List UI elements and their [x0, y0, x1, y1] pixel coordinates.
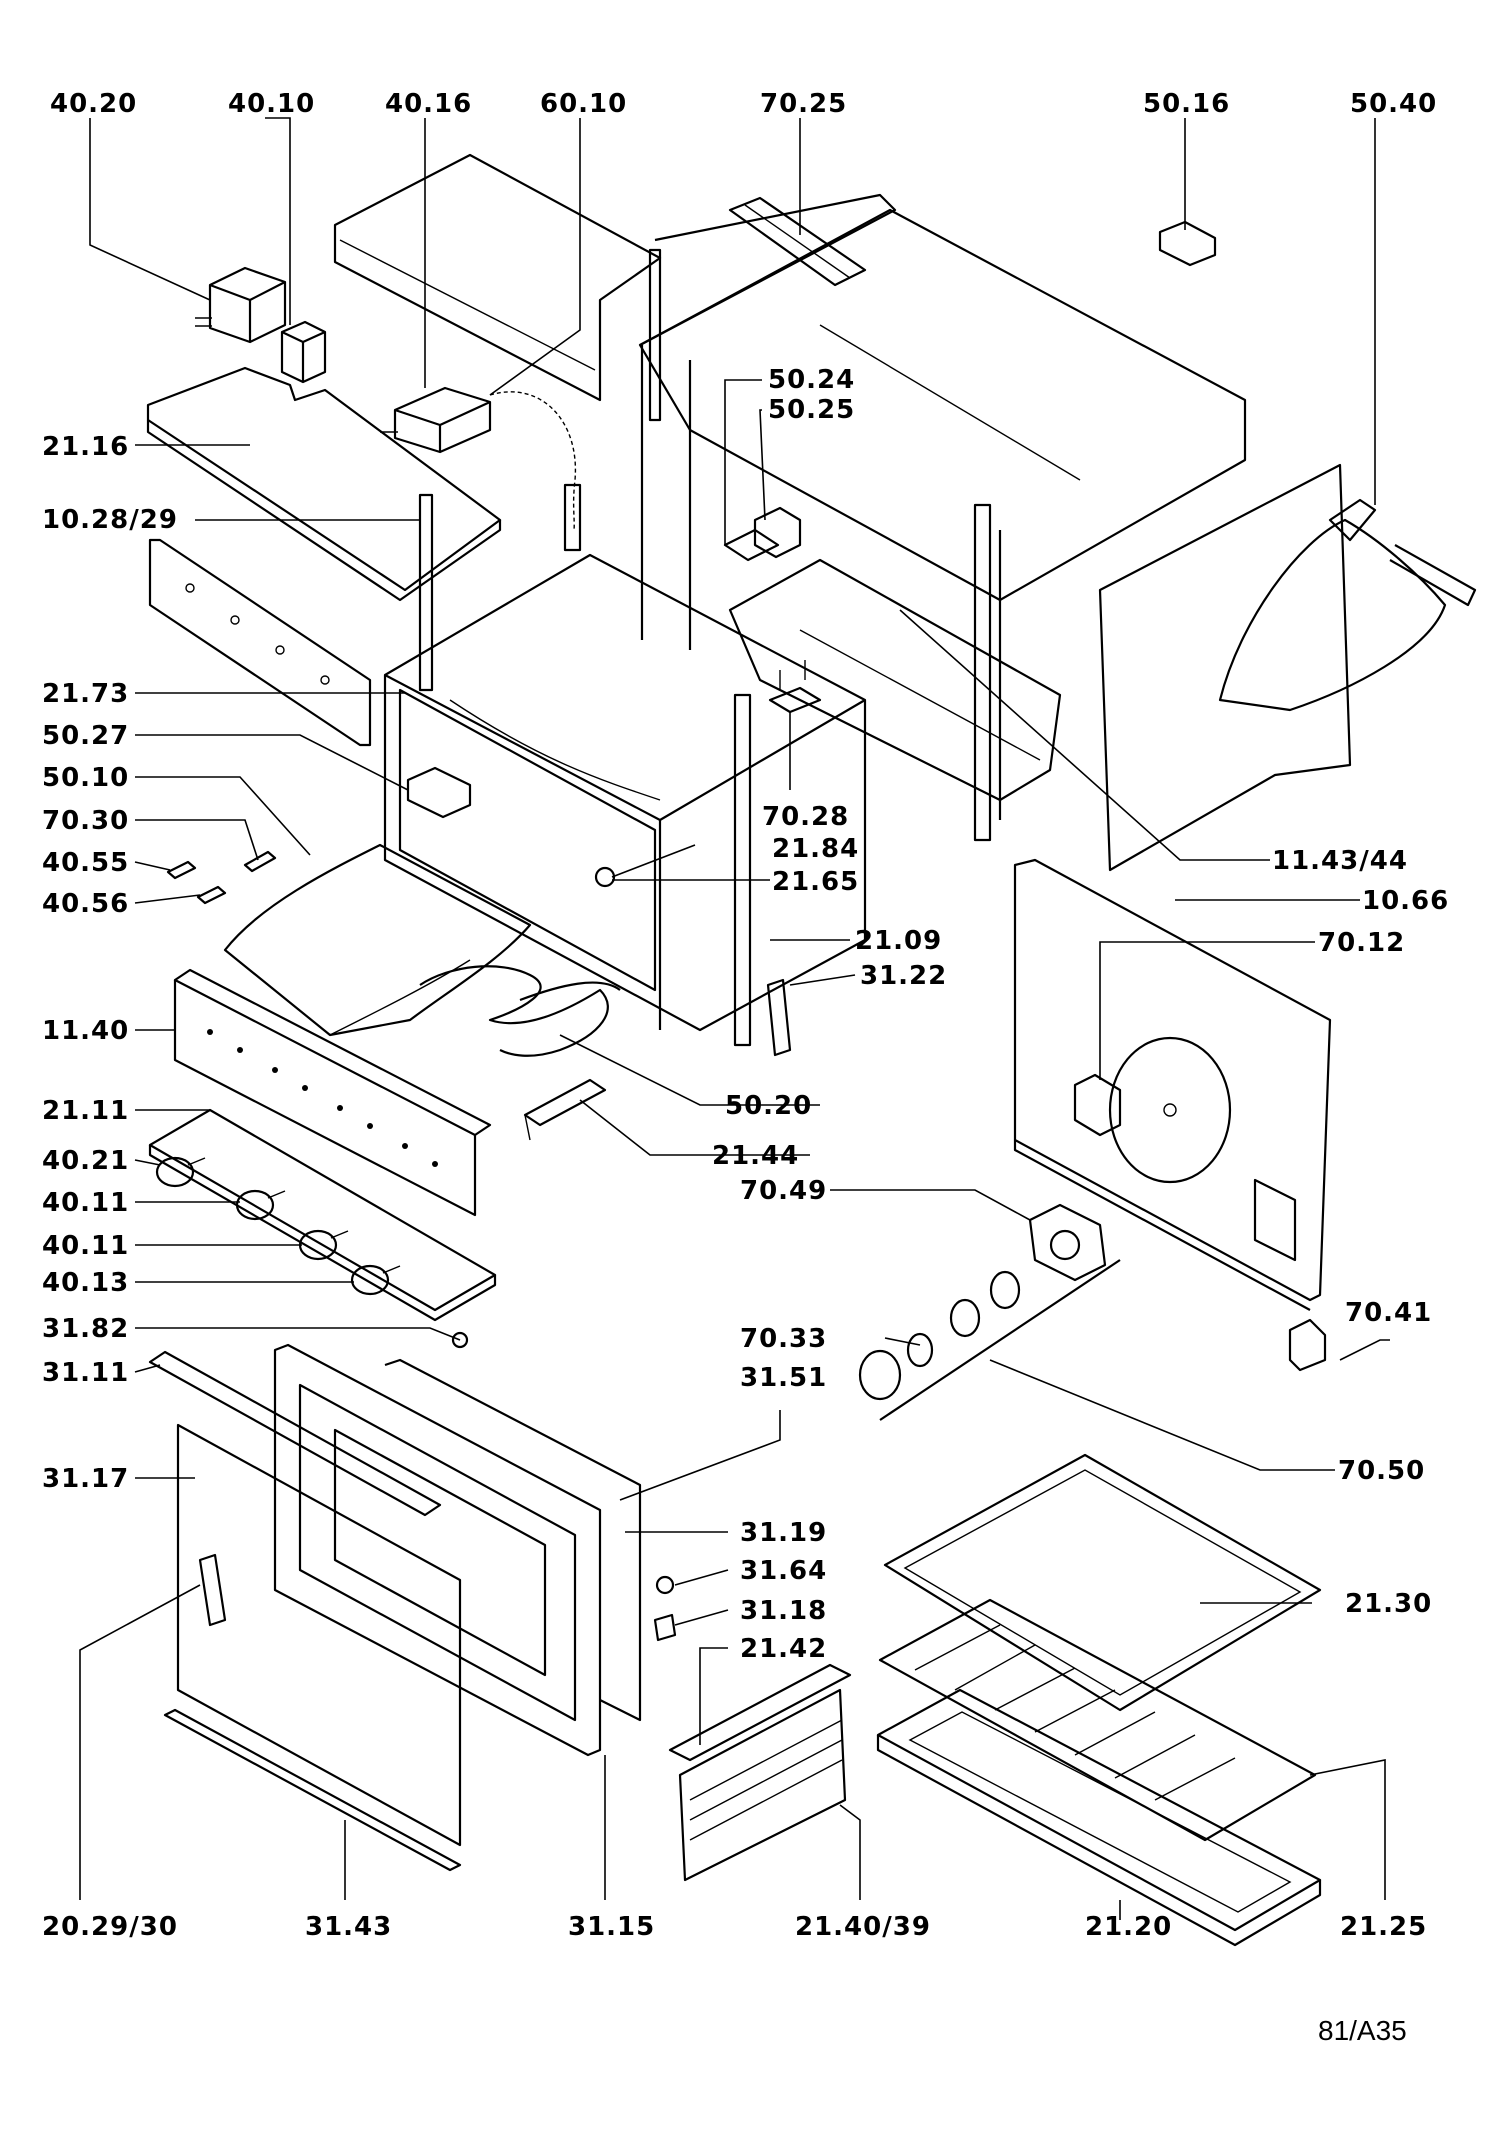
label-l13: 50.27: [42, 721, 129, 751]
label-l02: 40.10: [228, 89, 315, 119]
label-l22: 31.22: [860, 961, 947, 991]
label-l24: 10.66: [1362, 886, 1449, 916]
cable-60-10: [489, 391, 582, 552]
label-l46: 21.42: [740, 1634, 827, 1664]
knob-plate-21-11: [148, 1108, 497, 1322]
label-l42: 31.19: [740, 1518, 827, 1548]
label-l48: 31.43: [305, 1912, 392, 1942]
label-l37: 70.41: [1345, 1298, 1432, 1328]
label-l25: 70.12: [1318, 928, 1405, 958]
label-l31: 40.11: [42, 1188, 129, 1218]
label-l26: 11.40: [42, 1016, 129, 1046]
part-drawings: [146, 153, 1477, 1947]
label-l51: 21.20: [1085, 1912, 1172, 1942]
grid-shelf-21-25: [878, 1598, 1317, 1842]
cabinet-frame: [638, 193, 1247, 842]
drip-pan-21-20: [876, 1688, 1322, 1947]
label-l04: 60.10: [540, 89, 627, 119]
parts-50-24-25: [723, 506, 802, 562]
label-l15: 70.30: [42, 806, 129, 836]
bracket-10-28-29: [418, 493, 434, 692]
lamp-parts-70-33: [858, 1270, 1021, 1401]
label-l41: 70.50: [1338, 1456, 1425, 1486]
label-l17: 40.56: [42, 889, 129, 919]
label-l47: 20.29/30: [42, 1912, 178, 1942]
label-l10: 21.16: [42, 432, 129, 462]
label-l11: 10.28/29: [42, 505, 178, 535]
label-l34: 40.13: [42, 1268, 129, 1298]
lamp-holder-50-27: [406, 766, 472, 819]
door-fittings: [451, 1331, 677, 1642]
switch-40-10: [280, 320, 327, 384]
tray-21-30: [883, 1453, 1322, 1712]
label-l16: 40.55: [42, 848, 129, 878]
label-l12: 21.73: [42, 679, 129, 709]
label-l49: 31.15: [568, 1912, 655, 1942]
label-l20: 21.65: [772, 867, 859, 897]
label-l03: 40.16: [385, 89, 472, 119]
thermostat-40-20: [195, 266, 287, 344]
knob-40-21: [155, 1156, 206, 1188]
label-l21: 21.09: [855, 926, 942, 956]
label-l07: 50.40: [1350, 89, 1437, 119]
leader-lines: [79, 117, 1390, 1920]
label-l40: 31.17: [42, 1464, 129, 1494]
label-l18: 70.28: [762, 802, 849, 832]
label-l09: 50.25: [768, 395, 855, 425]
label-l38: 31.11: [42, 1358, 129, 1388]
label-l28: 21.11: [42, 1096, 129, 1126]
label-l35: 31.82: [42, 1314, 129, 1344]
label-l06: 50.16: [1143, 89, 1230, 119]
bracket-50-16: [1158, 220, 1217, 267]
label-l36: 70.33: [740, 1324, 827, 1354]
bottom-element-50-20: [419, 965, 621, 1057]
clip-70-41: [1288, 1318, 1327, 1372]
label-l44: 21.30: [1345, 1589, 1432, 1619]
label-l50: 21.40/39: [795, 1912, 931, 1942]
top-cover-sheet: [333, 153, 662, 402]
label-l30: 40.21: [42, 1146, 129, 1176]
label-l43: 31.64: [740, 1556, 827, 1586]
lamp-cover-70-50: [879, 1259, 1121, 1421]
label-l27: 50.20: [725, 1091, 812, 1121]
rear-panel-70-12: [1013, 858, 1332, 1311]
lamp-assembly-70-49: [1028, 1203, 1107, 1282]
part-labels: 40.20 40.10 40.16 60.10 70.25 50.16 50.4…: [42, 89, 1449, 1942]
oven-cavity-21-73: [383, 553, 867, 1047]
label-l05: 70.25: [760, 89, 847, 119]
label-l52: 21.25: [1340, 1912, 1427, 1942]
label-l33: 70.49: [740, 1176, 827, 1206]
knob-40-13: [350, 1264, 401, 1296]
fascia-panel-11-40: [173, 968, 492, 1217]
latch-31-22: [766, 978, 792, 1057]
label-l32: 40.11: [42, 1231, 129, 1261]
knob-40-11-a: [235, 1189, 286, 1221]
control-rail: [148, 538, 372, 747]
door-assembly: [148, 1343, 642, 1872]
diagram-reference: 81/A35: [1318, 2015, 1407, 2046]
label-l14: 50.10: [42, 763, 129, 793]
side-fittings: [594, 866, 616, 888]
label-l19: 21.84: [772, 834, 859, 864]
label-l29: 21.44: [712, 1141, 799, 1171]
rod-21-44: [523, 1078, 607, 1141]
clip-70-28: [768, 660, 822, 714]
terminal-strip-70-25: [728, 196, 867, 287]
label-l45: 31.18: [740, 1596, 827, 1626]
label-l01: 40.20: [50, 89, 137, 119]
top-element-50-10: [223, 843, 532, 1037]
rear-panel-right: [1098, 463, 1352, 872]
shelf-supports-21-40-39: [668, 1663, 852, 1882]
top-panel-21-16: [146, 366, 502, 602]
label-l08: 50.24: [768, 365, 855, 395]
label-l23: 11.43/44: [1272, 846, 1408, 876]
label-l39: 31.51: [740, 1363, 827, 1393]
small-fittings: [166, 850, 277, 905]
